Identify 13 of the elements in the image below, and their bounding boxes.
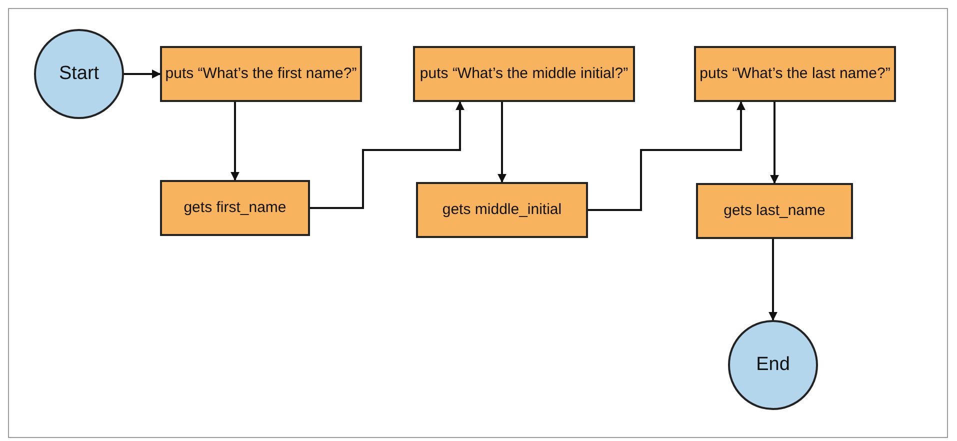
process-box: gets first_name xyxy=(160,180,310,236)
arrow xyxy=(588,101,746,211)
arrow xyxy=(230,102,240,181)
arrow xyxy=(770,102,779,184)
process-box: puts “What’s the middle initial?” xyxy=(413,46,635,102)
arrow xyxy=(124,70,161,78)
process-box: gets middle_initial xyxy=(416,182,588,238)
process-box: puts “What’s the first name?” xyxy=(160,46,362,102)
process-box: puts “What’s the last name?” xyxy=(694,46,896,102)
arrow xyxy=(498,102,506,183)
process-box: gets last_name xyxy=(696,183,853,239)
arrow xyxy=(768,239,778,321)
arrow xyxy=(310,101,464,209)
